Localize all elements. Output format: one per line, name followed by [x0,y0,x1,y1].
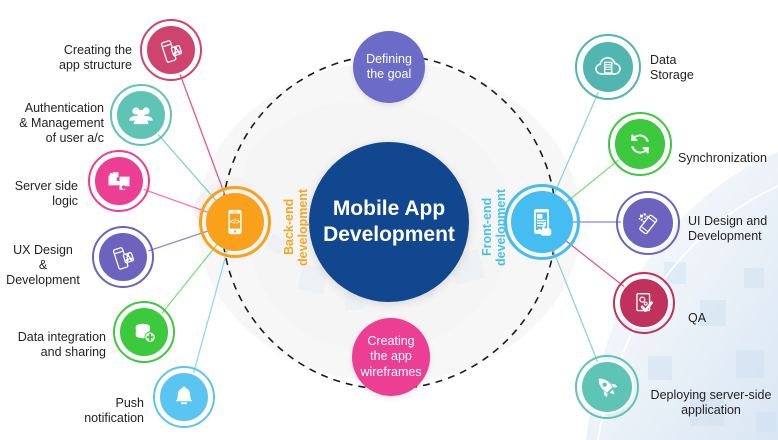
qa-check-icon [635,292,653,312]
side-label-frontend: Front-end development [466,182,508,272]
server-side-logic-node[interactable] [93,155,145,207]
server-side-logic-label: Server side logic [8,164,78,209]
qa-label-text: QA [688,311,707,325]
data-storage-node[interactable] [581,40,635,94]
push-notification-node[interactable] [158,371,210,423]
ui-design-node[interactable] [621,196,675,250]
creating-app-structure-ring [140,19,202,81]
push-notification-label-text: Push notification [84,396,144,425]
synchronization-label-text: Synchronization [678,151,767,165]
qa-node[interactable] [618,277,670,329]
side-label-backend-text: Back-end development [282,188,310,266]
touch-phone-icon [534,209,552,236]
data-storage-label: Data Storage [650,38,760,83]
ui-design-label: UI Design and Development [688,199,778,244]
data-storage-label-text: Data Storage [650,53,694,82]
data-integration-label: Data integration and sharing [0,315,106,360]
database-plus-icon [135,323,156,343]
caption-creating-wireframes-text: Creating the app wireframes [360,333,422,379]
caption-defining-the-goal-text: Defining the goal [366,51,412,82]
creating-app-structure-label-text: Creating the app structure [59,43,132,72]
frontend-hub[interactable] [511,191,573,253]
deploying-label-text: Deploying server-side application [650,388,772,417]
data-integration-ring [113,301,175,363]
ui-design-ring [616,191,680,255]
push-notification-ring [153,366,215,428]
corner-gradient [586,152,778,440]
svg-text:</>: </> [230,218,240,226]
center-title-text: Mobile App Development [323,197,455,246]
qa-label: QA [688,296,748,326]
app-structure-icon [160,39,182,63]
authentication-label: Authentication & Management of user a/c [4,86,104,146]
puzzle-icon [108,172,130,190]
creating-app-structure-node[interactable] [145,24,197,76]
server-side-logic-ring [88,150,150,212]
ux-design-ring [92,226,154,288]
side-label-backend: Back-end development [268,182,310,272]
bell-icon [175,386,193,405]
ux-design-label-text: UX Design & Development [6,243,80,287]
synchronization-node[interactable] [613,117,667,171]
caption-defining-the-goal: Defining the goal [353,31,425,103]
push-notification-label: Push notification [44,381,144,426]
qa-ring [613,272,675,334]
server-side-logic-label-text: Server side logic [14,179,78,208]
side-label-frontend-text: Front-end development [480,188,508,266]
data-integration-node[interactable] [118,306,170,358]
creating-app-structure-label: Creating the app structure [10,28,132,73]
deploying-label: Deploying server-side application [645,373,777,418]
ux-design-node[interactable] [97,231,149,283]
users-icon [129,107,153,125]
frontend-hub-ring [504,184,580,260]
center-title-circle: Mobile App Development [309,142,469,302]
authentication-label-text: Authentication & Management of user a/c [19,101,104,145]
authentication-ring [110,84,172,146]
caption-creating-wireframes: Creating the app wireframes [352,318,430,396]
deploying-node[interactable] [580,360,634,414]
cloud-storage-icon [595,57,621,75]
backend-hub[interactable]: </> [206,193,264,251]
synchronization-label: Synchronization [678,136,778,166]
data-integration-label-text: Data integration and sharing [17,330,106,359]
backend-hub-ring [199,186,271,258]
sync-icon [631,134,649,154]
synchronization-ring [608,112,672,176]
ui-design-label-text: UI Design and Development [688,214,768,243]
ux-phone-icon [112,246,134,270]
data-storage-ring [575,34,641,100]
rocket-icon [598,378,618,398]
code-phone-icon: </> [228,209,242,235]
ux-design-label: UX Design & Development [2,228,84,288]
deploying-ring [575,355,639,419]
authentication-node[interactable] [115,89,167,141]
ui-design-icon [638,212,657,234]
